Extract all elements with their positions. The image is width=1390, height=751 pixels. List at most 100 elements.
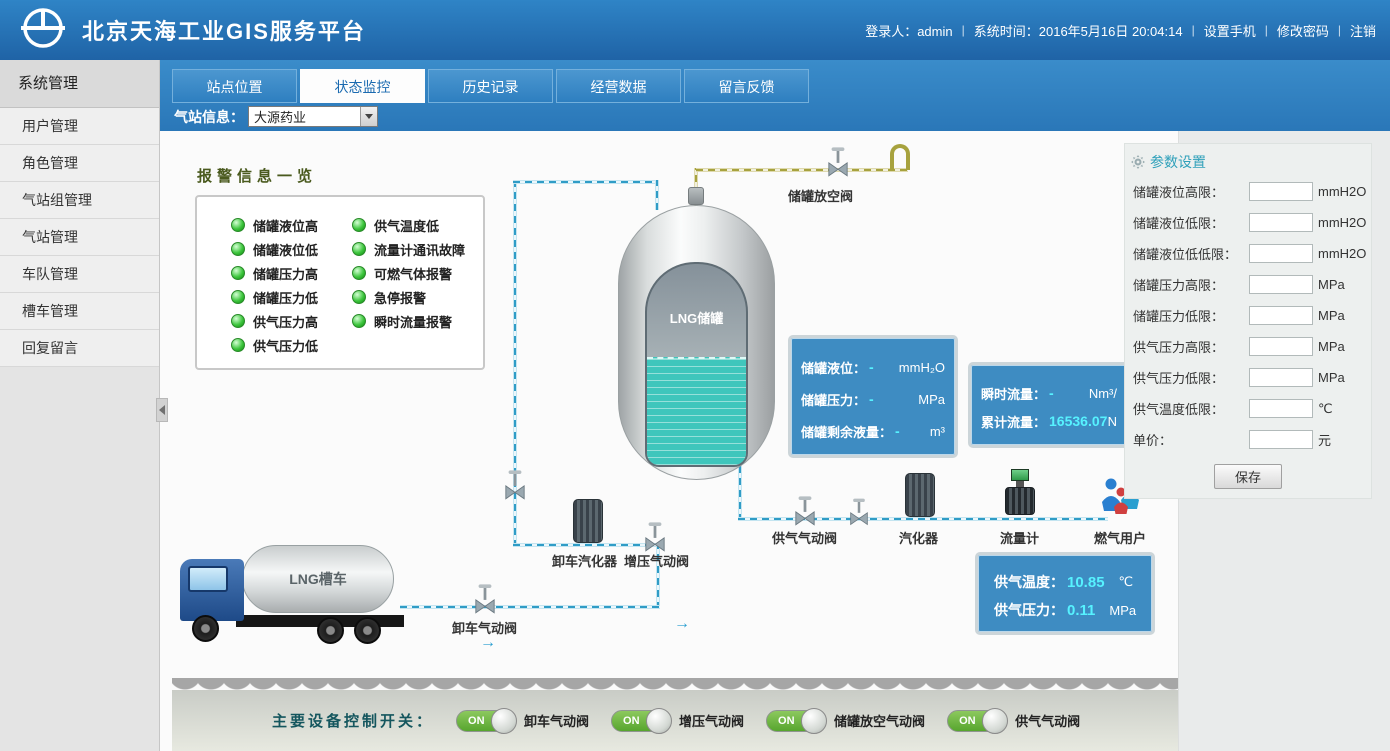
param-row: 储罐液位低低限： mmH2O [1125, 238, 1371, 269]
save-button[interactable]: 保存 [1214, 464, 1282, 489]
truck-wheel [192, 615, 219, 642]
input-supply-temp-low-limit[interactable] [1249, 399, 1313, 418]
sidebar-item-reply-message[interactable]: 回复留言 [0, 330, 159, 367]
supply-pressure-value: 0.11 [1067, 601, 1096, 619]
input-unit-price[interactable] [1249, 430, 1313, 449]
toggle-knob[interactable] [801, 707, 828, 734]
param-row: 储罐液位高限： mmH2O [1125, 176, 1371, 207]
param-unit: MPa [1318, 277, 1345, 292]
green-led-icon [352, 242, 366, 256]
tank-label: LNG储罐 [669, 311, 724, 326]
input-tank-pressure-high-limit[interactable] [1249, 275, 1313, 294]
sidebar-item-fleet-mgmt[interactable]: 车队管理 [0, 256, 159, 293]
sidebar-item-tanker-mgmt[interactable]: 槽车管理 [0, 293, 159, 330]
alarm-supply-temp-low: 供气温度低 [352, 213, 465, 237]
alarm-flowmeter-comm-fault: 流量计通讯故障 [352, 237, 465, 261]
tank-remaining-value: - [895, 423, 900, 439]
tab-status-monitoring[interactable]: 状态监控 [300, 69, 425, 103]
param-unit: MPa [1318, 370, 1345, 385]
param-label-tank-level-low: 储罐液位低限： [1133, 216, 1225, 231]
param-label-tank-level-lowlow: 储罐液位低低限： [1133, 247, 1238, 262]
total-flow-label: 累计流量： [981, 414, 1047, 430]
tab-bar: 站点位置 状态监控 历史记录 经营数据 留言反馈 [172, 69, 809, 103]
green-led-icon [352, 218, 366, 232]
supply-temp-unit: ℃ [1118, 574, 1134, 589]
green-led-icon [231, 290, 245, 304]
supply-valve-icon [794, 495, 816, 532]
tab-feedback[interactable]: 留言反馈 [684, 69, 809, 103]
toggle-label: 储罐放空气动阀 [834, 714, 926, 729]
green-led-icon [231, 242, 245, 256]
alarm-list-box: 储罐液位高 储罐液位低 储罐压力高 储罐压力低 供气压力高 供气压力低 供气温度… [195, 195, 485, 370]
green-led-icon [352, 314, 366, 328]
param-label-tank-pressure-low: 储罐压力低限： [1133, 309, 1225, 324]
tab-site-location[interactable]: 站点位置 [172, 69, 297, 103]
param-row: 供气压力低限： MPa [1125, 362, 1371, 393]
page-title: 北京天海工业GIS服务平台 [82, 19, 366, 44]
param-unit: mmH2O [1318, 184, 1367, 199]
tab-business-data[interactable]: 经营数据 [556, 69, 681, 103]
tank-window: LNG储罐 [645, 262, 748, 467]
chevron-down-icon[interactable] [360, 107, 377, 126]
sidebar-item-role-mgmt[interactable]: 角色管理 [0, 145, 159, 182]
header-user-area: 登录人：admin | 系统时间：2016年5月16日 20:04:14 | 设… [865, 0, 1376, 60]
instant-flow-unit: Nm³/ [1088, 385, 1117, 401]
tank-pressure-value: - [869, 391, 874, 407]
input-tank-pressure-low-limit[interactable] [1249, 306, 1313, 325]
chevron-left-icon [159, 405, 165, 415]
green-led-icon [231, 266, 245, 280]
pneumatic-valve-icon [504, 469, 526, 506]
sidebar-item-station-group-mgmt[interactable]: 气站组管理 [0, 182, 159, 219]
toggle-supply-valve[interactable]: ON [947, 707, 1009, 734]
link-set-phone[interactable]: 设置手机 [1203, 23, 1256, 39]
param-unit: MPa [1318, 339, 1345, 354]
input-tank-level-low-limit[interactable] [1249, 213, 1313, 232]
param-unit: 元 [1318, 433, 1332, 448]
toggle-vent-valve[interactable]: ON [766, 707, 828, 734]
supply-valve-label: 供气气动阀 [772, 531, 838, 546]
param-label-supply-pressure-low: 供气压力低限： [1133, 371, 1225, 386]
sidebar-collapse-arrow[interactable] [156, 398, 168, 422]
supply-temp-value: 10.85 [1067, 573, 1105, 591]
station-select[interactable]: 大源药业 [248, 106, 378, 127]
supply-pressure-unit: MPa [1109, 602, 1137, 618]
vent-gooseneck-icon [890, 144, 910, 170]
param-label-supply-pressure-high: 供气压力高限： [1133, 340, 1225, 355]
unloading-vaporizer-icon [573, 499, 603, 543]
toggle-state: ON [623, 714, 640, 727]
toggle-knob[interactable] [491, 707, 518, 734]
input-tank-level-lowlow-limit[interactable] [1249, 244, 1313, 263]
sidebar-item-user-mgmt[interactable]: 用户管理 [0, 108, 159, 145]
flow-arrow-icon: → [674, 615, 690, 632]
toggle-knob[interactable] [982, 707, 1009, 734]
tab-history[interactable]: 历史记录 [428, 69, 553, 103]
unload-vaporizer-label: 卸车汽化器 [552, 554, 618, 569]
tank-pressure-label: 储罐压力： [801, 392, 867, 408]
sidebar-item-station-mgmt[interactable]: 气站管理 [0, 219, 159, 256]
tank-pressure-unit: MPa [918, 391, 945, 407]
param-label-supply-temp-low: 供气温度低限： [1133, 402, 1225, 417]
toggle-unload-valve[interactable]: ON [456, 707, 518, 734]
wave-border [172, 678, 1178, 692]
pipe-unloading-vertical [513, 180, 517, 547]
pipe-vent-horizontal [696, 168, 908, 172]
input-supply-pressure-low-limit[interactable] [1249, 368, 1313, 387]
input-supply-pressure-high-limit[interactable] [1249, 337, 1313, 356]
unload-valve-label: 卸车气动阀 [452, 621, 518, 636]
param-unit: ℃ [1318, 400, 1333, 416]
link-logout[interactable]: 注销 [1349, 23, 1376, 39]
divider: | [961, 23, 965, 37]
pipe-tank-outlet [738, 466, 742, 521]
param-row: 单价： 元 [1125, 424, 1371, 455]
total-flow-value: 16536.07 [1049, 413, 1108, 429]
app-header: 北京天海工业GIS服务平台 登录人：admin | 系统时间：2016年5月16… [0, 0, 1390, 60]
link-change-password[interactable]: 修改密码 [1276, 23, 1329, 39]
toggle-boost-valve[interactable]: ON [611, 707, 673, 734]
param-label-unit-price: 单价： [1133, 433, 1173, 448]
toggle-knob[interactable] [646, 707, 673, 734]
vaporizer-label: 汽化器 [899, 531, 939, 546]
vent-valve-label: 储罐放空阀 [788, 189, 854, 204]
toggle-state: ON [468, 714, 485, 727]
green-led-icon [231, 314, 245, 328]
input-tank-level-high-limit[interactable] [1249, 182, 1313, 201]
